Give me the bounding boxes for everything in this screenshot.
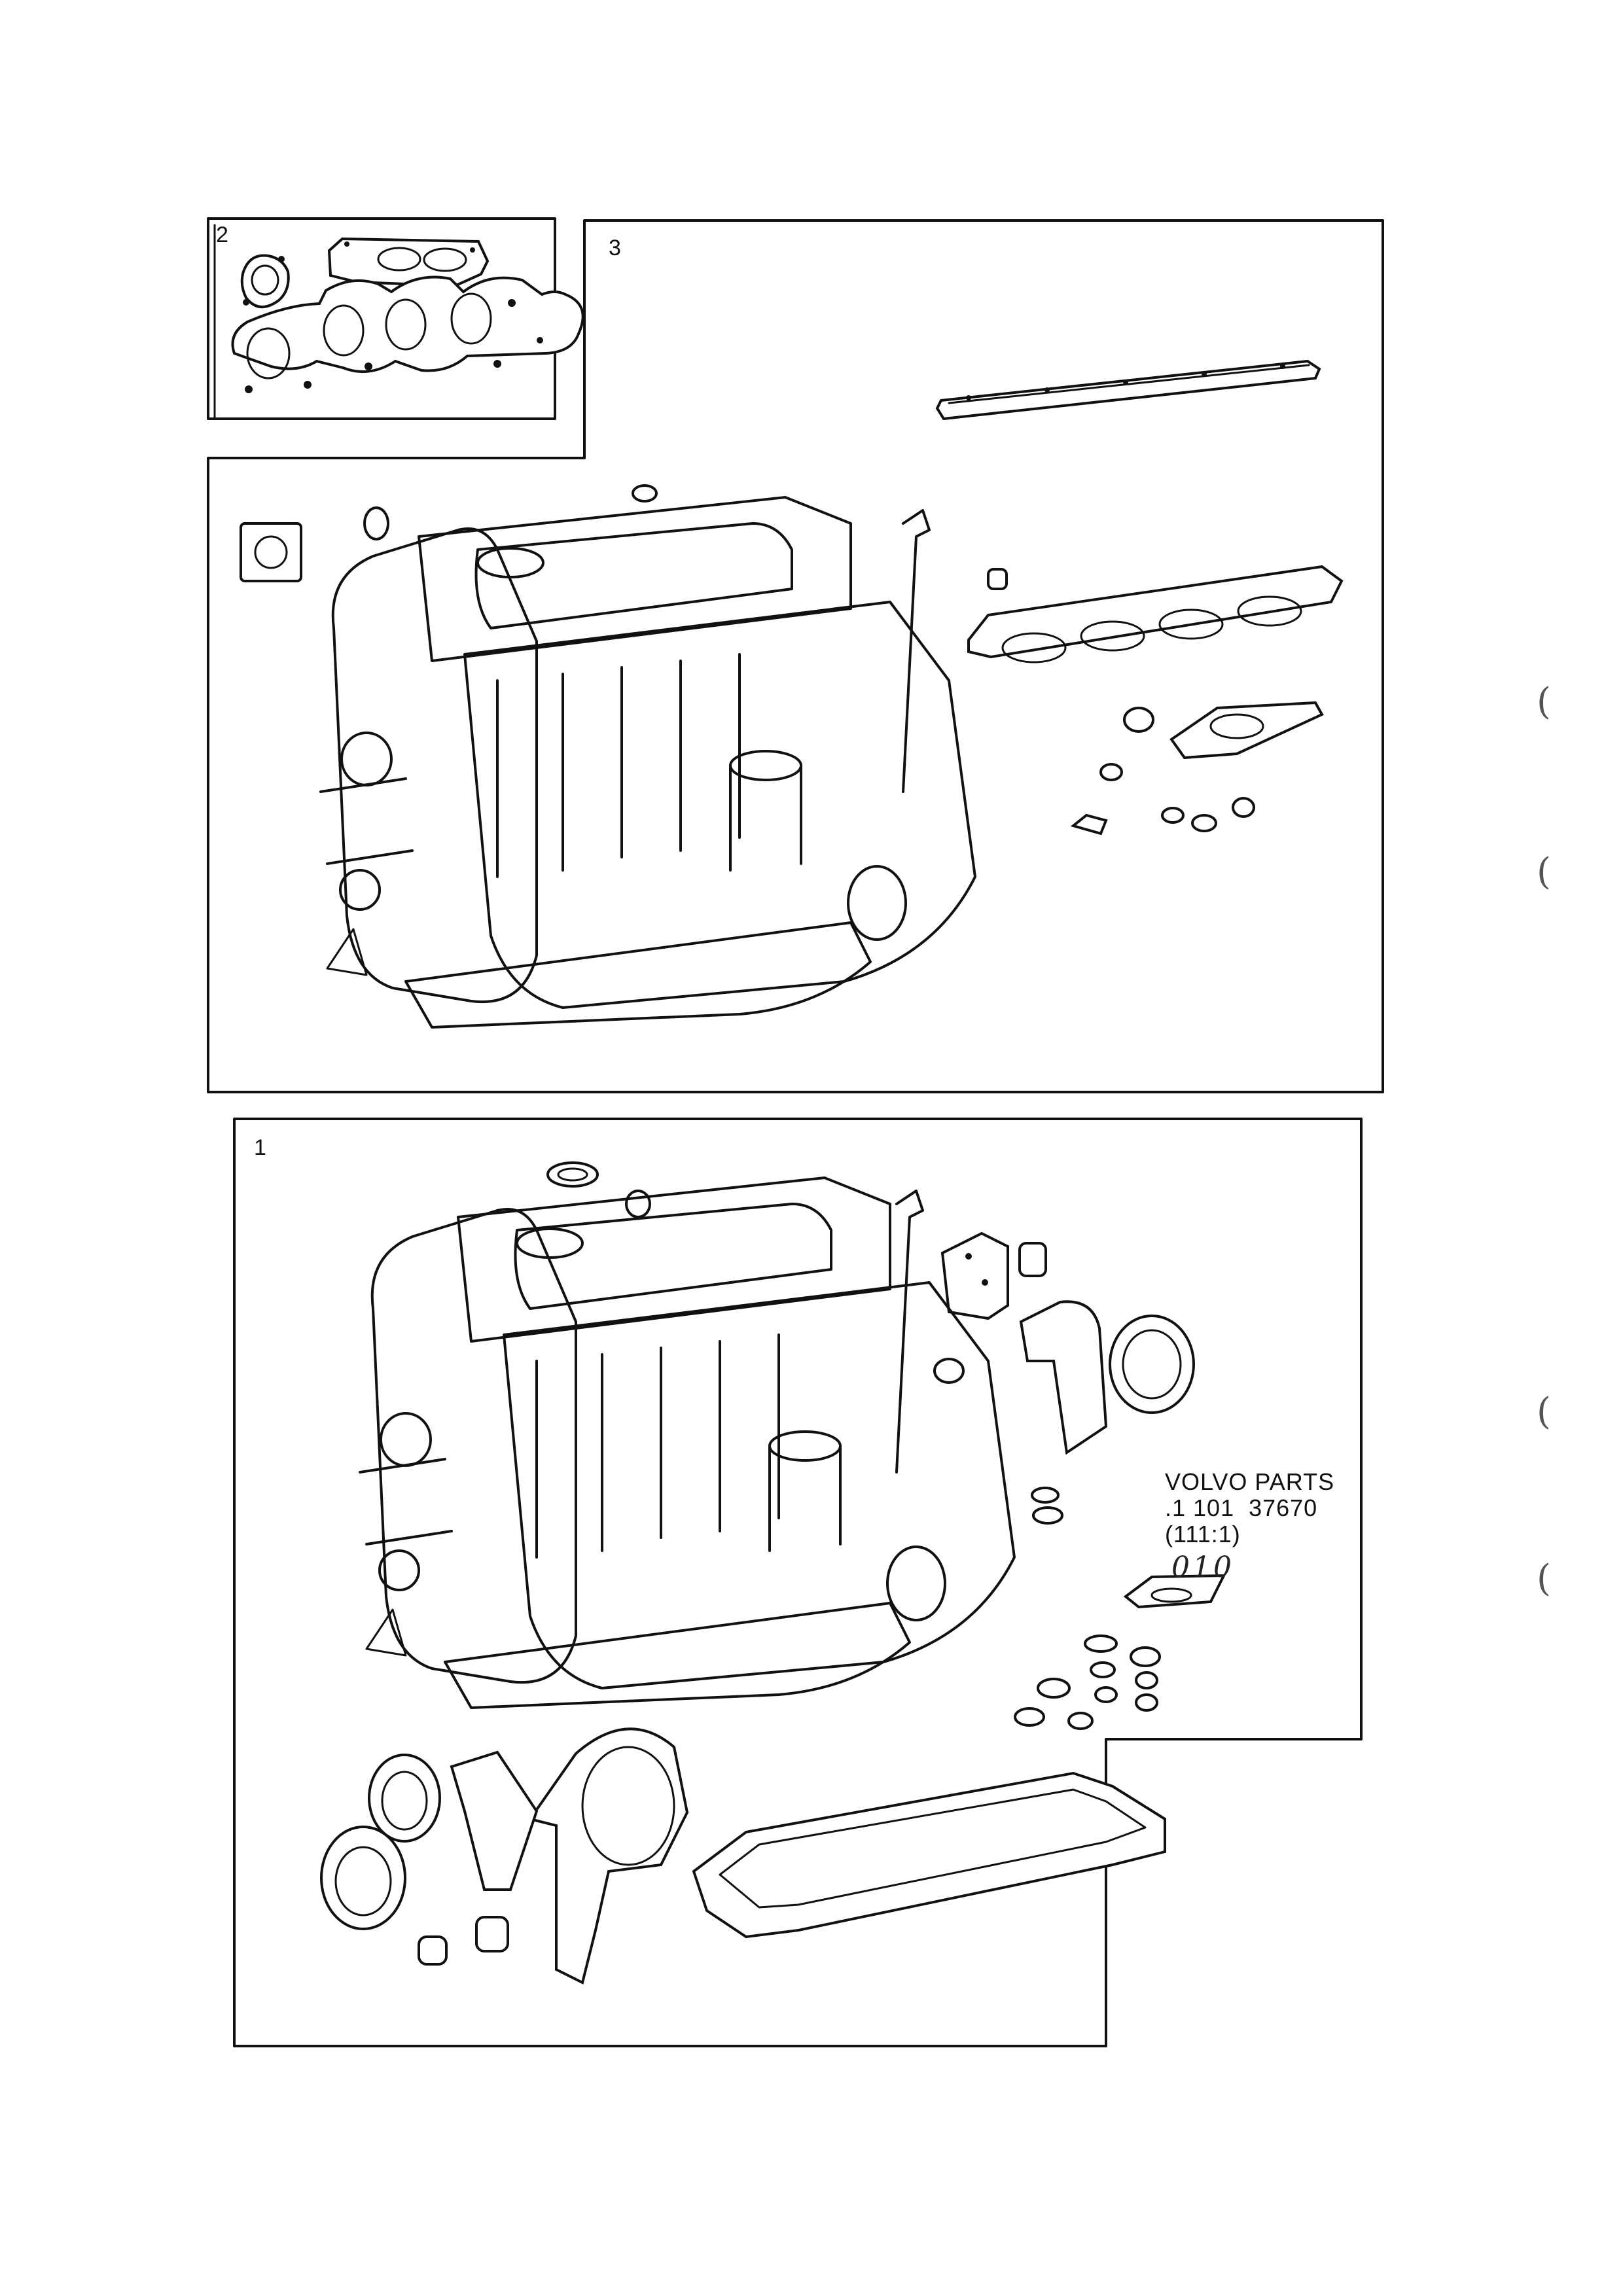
handwritten-note: 010 [1171,1551,1234,1584]
panel-frames [207,217,1384,2047]
margin-mark: ( [1537,680,1551,723]
engine-full-drawing [320,1161,1226,1985]
panel-label-2: 2 [216,222,228,247]
caption-part-number: .1 101 37670 [1165,1494,1318,1521]
caption-reference: (111:1) [1165,1521,1241,1547]
parts-caption: VOLVO PARTS .1 101 37670 (111:1) [1165,1469,1334,1547]
panel-label-3: 3 [609,236,621,260]
panel-label-1: 1 [254,1135,266,1160]
engine-top-drawing [240,359,1344,1029]
margin-mark: ( [1537,1390,1551,1433]
margin-mark: ( [1537,1557,1551,1600]
caption-brand: VOLVO PARTS [1165,1468,1335,1495]
margin-mark: ( [1537,851,1551,893]
manifold-gaskets [231,237,584,393]
